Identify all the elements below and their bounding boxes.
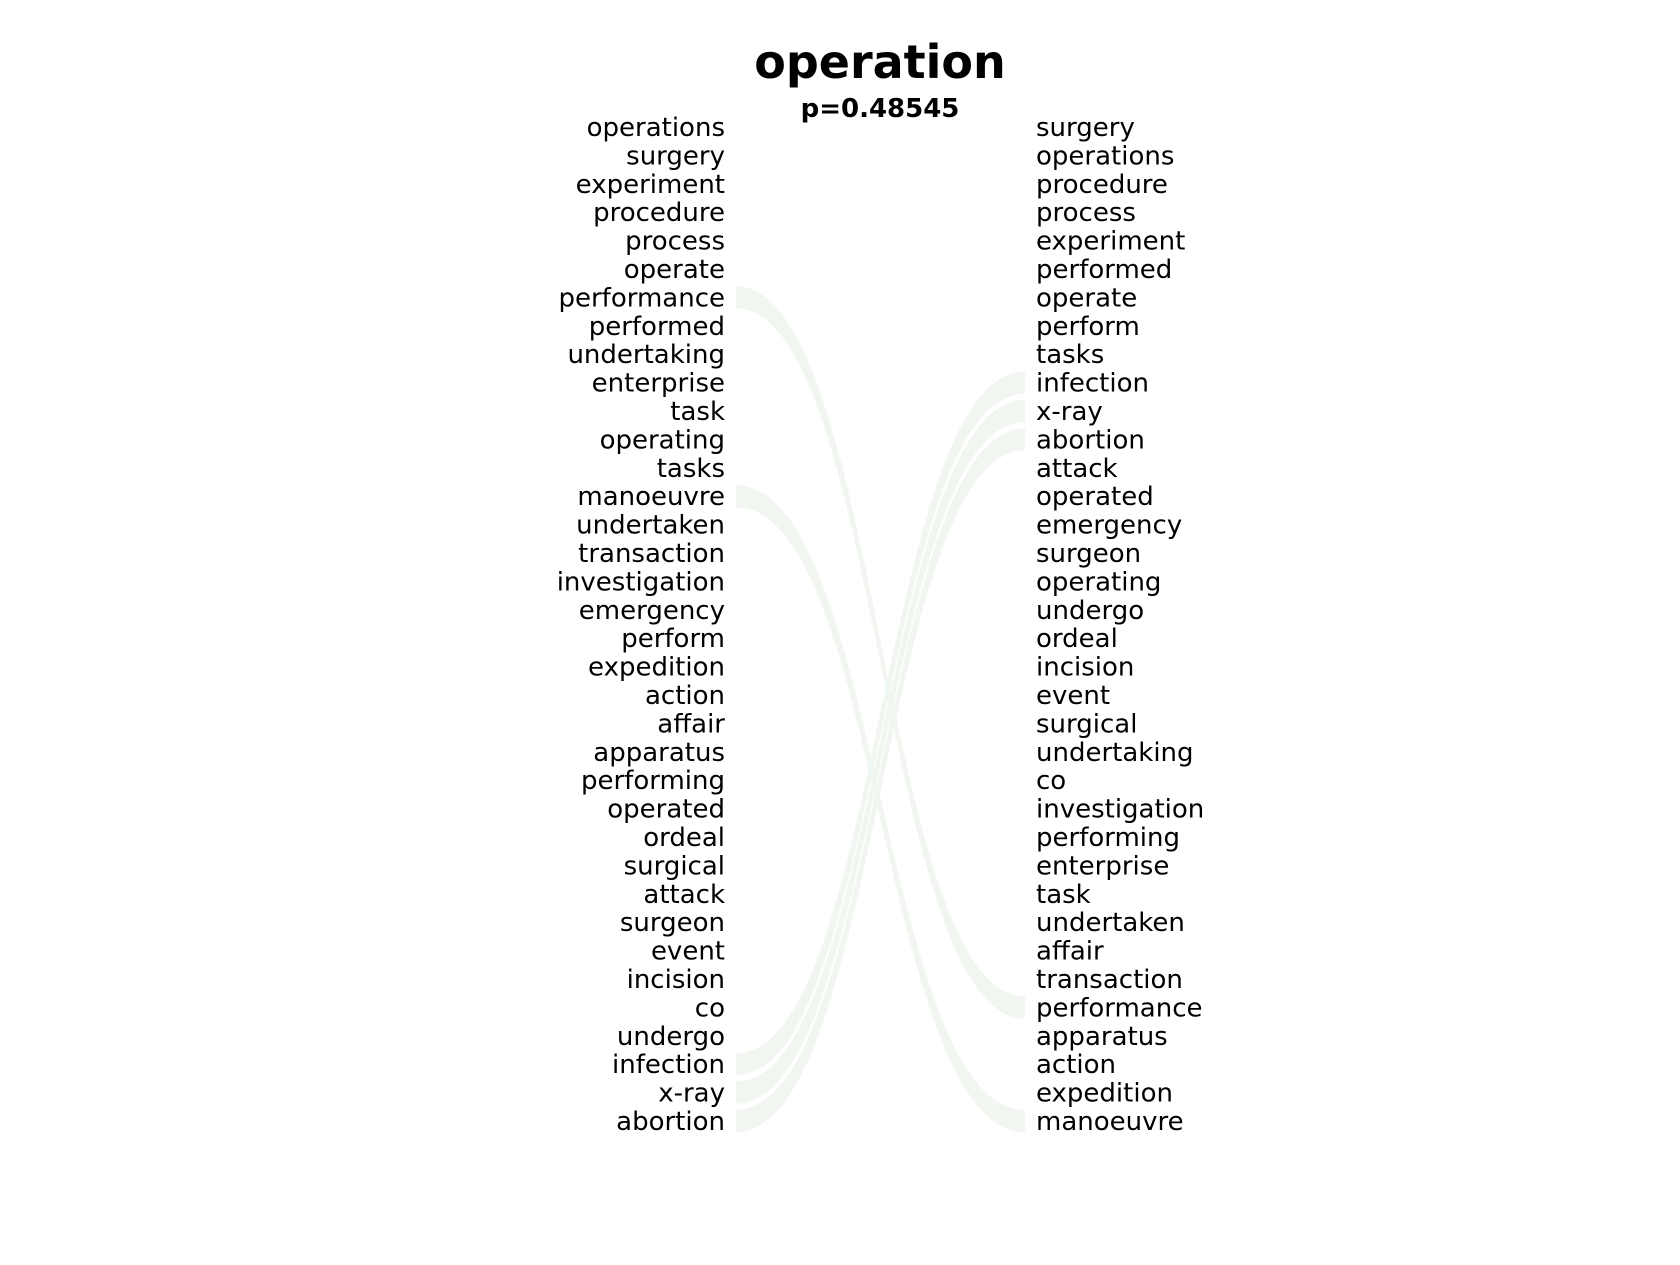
right-rank-link [736, 428, 1025, 1132]
right-word-label: operate [1036, 283, 1137, 313]
right-word-label: incision [1036, 653, 1134, 683]
left-word-column: operationssurgeryexperimentprocedureproc… [557, 113, 726, 1137]
right-word-label: tasks [1036, 340, 1104, 370]
links-layer [736, 286, 1025, 1132]
right-rank-link [736, 286, 1025, 1019]
left-word-label: x-ray [658, 1079, 725, 1109]
left-word-label: task [670, 397, 725, 427]
left-word-label: operations [587, 113, 725, 143]
right-word-label: attack [1036, 454, 1118, 484]
left-word-label: process [625, 227, 725, 257]
right-word-label: operations [1036, 141, 1174, 171]
left-word-label: operate [624, 255, 725, 285]
left-word-label: expedition [588, 653, 725, 683]
diagram-subtitle: p=0.48545 [801, 94, 960, 124]
left-word-label: ordeal [643, 823, 725, 853]
right-word-column: surgeryoperationsprocedureprocessexperim… [1036, 113, 1204, 1137]
left-word-label: affair [657, 709, 725, 739]
left-word-label: surgeon [620, 908, 725, 938]
diagram-title: operation [754, 35, 1006, 89]
right-word-label: procedure [1036, 170, 1168, 200]
right-word-label: event [1036, 681, 1110, 711]
right-word-label: affair [1036, 937, 1104, 967]
right-word-label: infection [1036, 369, 1149, 399]
right-word-label: operating [1036, 567, 1161, 597]
right-word-label: performing [1036, 823, 1180, 853]
left-word-label: performed [589, 312, 725, 342]
left-word-label: emergency [579, 596, 725, 626]
left-word-label: procedure [593, 198, 725, 228]
right-word-label: manoeuvre [1036, 1107, 1184, 1137]
right-word-label: transaction [1036, 965, 1183, 995]
left-word-label: surgical [624, 851, 725, 881]
left-word-label: transaction [578, 539, 725, 569]
left-word-label: investigation [557, 567, 725, 597]
right-word-label: undertaking [1036, 738, 1194, 768]
right-word-label: x-ray [1036, 397, 1103, 427]
left-word-label: co [695, 993, 725, 1023]
left-word-label: undergo [617, 1022, 725, 1052]
right-word-label: operated [1036, 482, 1154, 512]
right-word-label: performed [1036, 255, 1172, 285]
left-word-label: surgery [626, 141, 725, 171]
left-word-label: abortion [616, 1107, 725, 1137]
right-word-label: experiment [1036, 227, 1185, 257]
right-word-label: surgery [1036, 113, 1135, 143]
right-word-label: perform [1036, 312, 1140, 342]
left-word-label: performance [558, 283, 725, 313]
left-word-label: enterprise [592, 369, 725, 399]
right-word-label: task [1036, 880, 1091, 910]
left-word-label: perform [621, 624, 725, 654]
right-word-label: performance [1036, 993, 1203, 1023]
left-word-label: undertaken [576, 511, 725, 541]
left-word-label: undertaking [567, 340, 725, 370]
right-word-label: process [1036, 198, 1136, 228]
left-word-label: attack [643, 880, 725, 910]
right-word-label: abortion [1036, 425, 1145, 455]
left-word-label: performing [581, 766, 725, 796]
left-word-label: tasks [657, 454, 725, 484]
left-word-label: manoeuvre [577, 482, 725, 512]
right-rank-link [736, 400, 1025, 1104]
left-word-label: operating [600, 425, 725, 455]
right-word-label: enterprise [1036, 851, 1169, 881]
left-word-label: operated [607, 795, 725, 825]
left-word-label: experiment [576, 170, 725, 200]
right-word-label: ordeal [1036, 624, 1118, 654]
left-word-label: event [651, 937, 725, 967]
right-word-label: undertaken [1036, 908, 1185, 938]
left-word-label: incision [627, 965, 725, 995]
right-word-label: emergency [1036, 511, 1182, 541]
left-word-label: infection [612, 1050, 725, 1080]
right-word-label: co [1036, 766, 1066, 796]
right-word-label: undergo [1036, 596, 1144, 626]
right-word-label: action [1036, 1050, 1116, 1080]
right-rank-link [736, 485, 1025, 1132]
left-word-label: action [645, 681, 725, 711]
right-word-label: expedition [1036, 1079, 1173, 1109]
right-word-label: investigation [1036, 795, 1204, 825]
right-rank-link [736, 371, 1025, 1076]
right-word-label: surgeon [1036, 539, 1141, 569]
left-word-label: apparatus [593, 738, 725, 768]
right-word-label: apparatus [1036, 1022, 1168, 1052]
right-word-label: surgical [1036, 709, 1137, 739]
